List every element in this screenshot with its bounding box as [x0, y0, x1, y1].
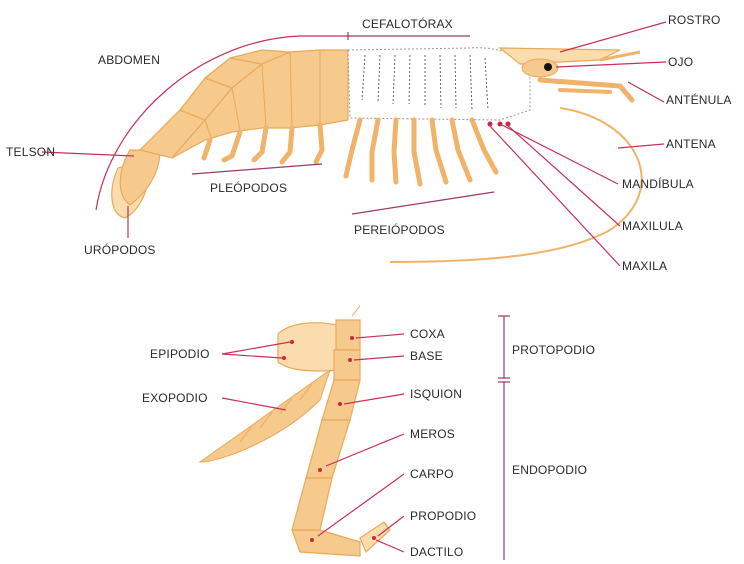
label-base: BASE [410, 349, 443, 363]
label-carpo: CARPO [410, 467, 454, 481]
label-rostro: ROSTRO [668, 13, 721, 27]
label-maxilula: MAXILULA [622, 219, 683, 233]
label-maxila: MAXILA [622, 259, 667, 273]
label-epipodio: EPIPODIO [150, 347, 210, 361]
appendage-illustration [200, 306, 390, 556]
eye-stalk [522, 59, 558, 77]
label-pleopodos: PLEÓPODOS [210, 180, 287, 195]
eye-dot [544, 63, 552, 71]
label-isquion: ISQUION [410, 387, 462, 401]
label-uropodos: URÓPODOS [84, 242, 156, 257]
label-abdomen: ABDOMEN [98, 53, 160, 67]
label-ojo: OJO [668, 55, 693, 69]
pleopodos-bracket [192, 164, 322, 174]
label-antena: ANTENA [666, 137, 716, 151]
pereiopods [346, 120, 496, 184]
exopodio-shape [200, 370, 330, 462]
label-telson: TELSON [6, 145, 55, 159]
carpo-shape [292, 478, 332, 530]
label-propodio: PROPODIO [410, 509, 476, 523]
coxa-shape [336, 320, 360, 350]
isquion-shape [322, 380, 360, 420]
propodio-shape [292, 530, 360, 556]
label-mandibula: MANDÍBULA [622, 176, 694, 191]
label-endopodio: ENDOPODIO [512, 463, 587, 477]
label-coxa: COXA [410, 327, 445, 341]
cephalothorax-shape [348, 48, 530, 120]
label-exopodio: EXOPODIO [142, 391, 208, 405]
base-shape [334, 350, 360, 380]
cephalothorax-bracket [348, 32, 470, 40]
pereiopodos-bracket [352, 192, 494, 214]
label-meros: MEROS [410, 427, 455, 441]
meros-shape [306, 420, 350, 478]
label-cefalotorax: CEFALOTÓRAX [362, 16, 453, 31]
epipodio-shape [278, 323, 340, 371]
protopodio-bracket [498, 316, 510, 378]
label-antenula: ANTÉNULA [666, 92, 732, 107]
rostrum-shape [500, 48, 620, 64]
telson-shape [120, 150, 160, 205]
endopodio-bracket [498, 382, 510, 560]
antenna-flagellum [390, 108, 642, 262]
label-dactilo: DACTILO [410, 545, 463, 559]
label-pereiopodos: PEREIÓPODOS [354, 222, 445, 237]
label-protopodio: PROTOPODIO [512, 343, 595, 357]
